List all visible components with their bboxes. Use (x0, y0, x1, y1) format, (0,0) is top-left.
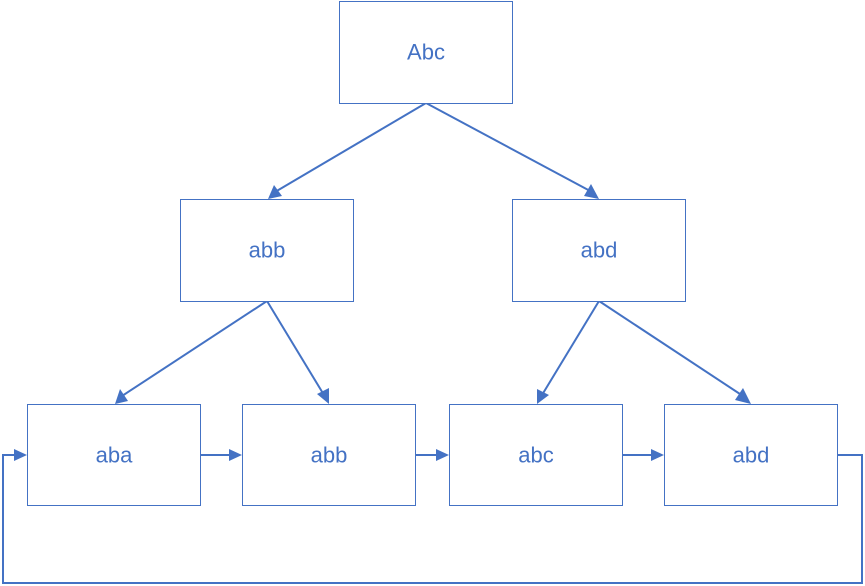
arrow-head-icon (14, 449, 27, 461)
edge-abd-to-abc (537, 300, 600, 404)
edge-abb-to-abc (415, 449, 449, 461)
arrow-head-icon (436, 449, 449, 461)
edge-abd-loop-to-aba (2, 449, 863, 584)
edge-abd-to-abd (598, 300, 751, 404)
edge-abb-to-aba (115, 300, 268, 404)
node-mid-left: abb (180, 199, 354, 302)
node-root: Abc (339, 1, 513, 104)
node-mid-right-label: abd (581, 238, 618, 263)
arrow-head-icon (229, 449, 242, 461)
arrow-head-icon (115, 389, 128, 404)
node-mid-right: abd (512, 199, 686, 302)
node-leaf-1-label: aba (96, 443, 133, 468)
arrow-head-icon (317, 388, 329, 404)
edge-abc-to-abd (622, 449, 664, 461)
node-leaf-4: abd (664, 404, 838, 506)
arrow-head-icon (537, 389, 549, 404)
node-leaf-2-label: abb (311, 443, 348, 468)
arrow-head-icon (584, 184, 599, 199)
edge-root-to-abd (425, 102, 599, 199)
node-leaf-3-label: abc (518, 443, 553, 468)
node-mid-left-label: abb (249, 238, 286, 263)
node-leaf-4-label: abd (733, 443, 770, 468)
node-leaf-1: aba (27, 404, 201, 506)
arrow-head-icon (651, 449, 664, 461)
arrow-head-icon (735, 388, 751, 404)
arrow-head-icon (268, 185, 282, 199)
node-root-label: Abc (407, 40, 445, 65)
node-leaf-3: abc (449, 404, 623, 506)
node-leaf-2: abb (242, 404, 416, 506)
edge-abb-to-abb (266, 300, 329, 404)
edge-root-to-abb (268, 102, 427, 199)
edge-aba-to-abb (200, 449, 242, 461)
